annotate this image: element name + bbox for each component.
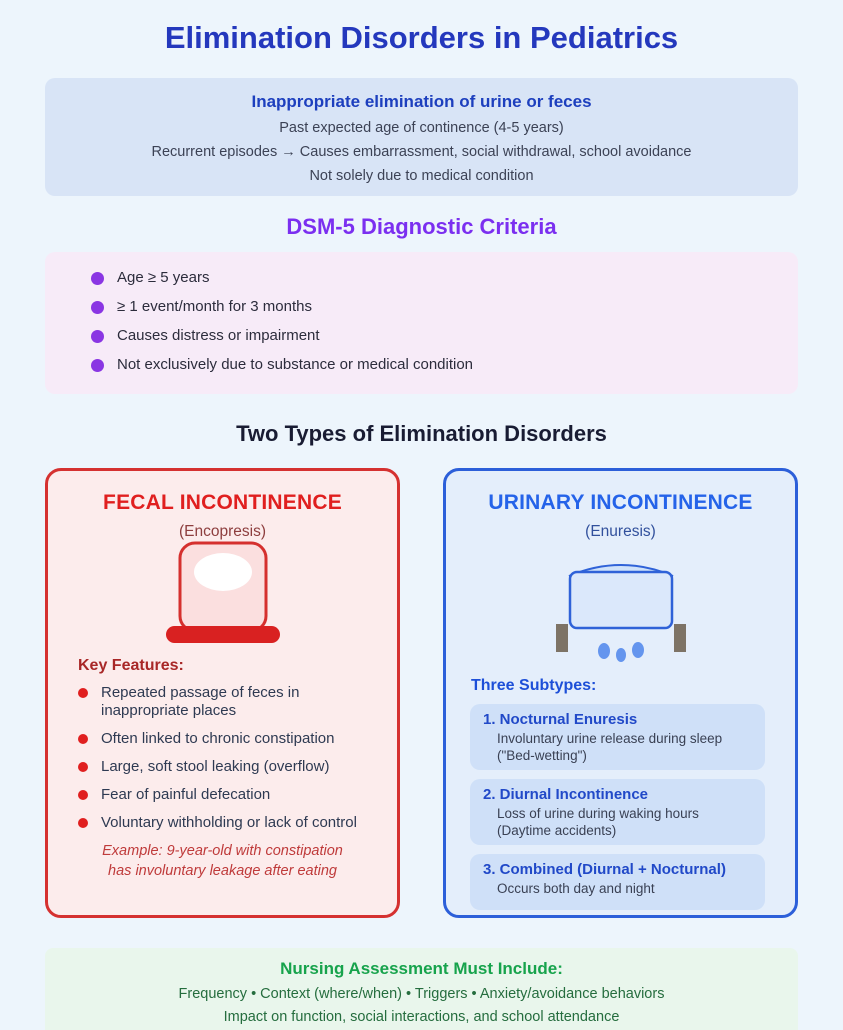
- feature-item: Fear of painful defecation: [78, 786, 373, 804]
- subtype-box-diurnal: 2. Diurnal Incontinence Loss of urine du…: [470, 779, 765, 845]
- key-features-list: Repeated passage of feces in inappropria…: [78, 684, 373, 832]
- example-line: Example: 9-year-old with constipation: [102, 843, 343, 859]
- bed-icon: [555, 564, 686, 662]
- subtype-title: 2. Diurnal Incontinence: [483, 786, 649, 803]
- subtype-box-nocturnal: 1. Nocturnal Enuresis Involuntary urine …: [470, 704, 765, 770]
- feature-item: Repeated passage of feces in inappropria…: [78, 684, 373, 720]
- criteria-text: Causes distress or impairment: [117, 327, 320, 344]
- criteria-text: Age ≥ 5 years: [117, 269, 210, 286]
- fecal-icon-wrap: [48, 541, 397, 645]
- key-features-heading: Key Features:: [78, 657, 184, 674]
- feature-text: Repeated passage of feces in inappropria…: [101, 684, 300, 719]
- bullet-dot-icon: [78, 734, 88, 744]
- urinary-card-title: URINARY INCONTINENCE: [488, 491, 753, 514]
- criteria-text: ≥ 1 event/month for 3 months: [117, 298, 312, 315]
- bullet-dot-icon: [78, 762, 88, 772]
- subtype-title: 3. Combined (Diurnal + Nocturnal): [483, 861, 726, 878]
- fecal-incontinence-card: FECAL INCONTINENCE (Encopresis) Key Feat…: [45, 468, 400, 918]
- example-line: has involuntary leakage after eating: [108, 862, 337, 879]
- dsm5-section-heading: DSM-5 Diagnostic Criteria: [286, 214, 557, 239]
- fecal-card-subtitle: (Encopresis): [179, 523, 266, 540]
- overview-box: Inappropriate elimination of urine or fe…: [45, 78, 798, 196]
- subtype-desc: Loss of urine during waking hours (Dayti…: [497, 806, 699, 838]
- bullet-dot-icon: [78, 790, 88, 800]
- nursing-assessment-box: Nursing Assessment Must Include: Frequen…: [45, 948, 798, 1030]
- fecal-card-title: FECAL INCONTINENCE: [103, 491, 342, 514]
- two-types-heading: Two Types of Elimination Disorders: [236, 421, 607, 446]
- urinary-incontinence-card: URINARY INCONTINENCE (Enuresis) Three Su…: [443, 468, 798, 918]
- toilet-icon: [165, 541, 280, 643]
- criteria-text: Not exclusively due to substance or medi…: [117, 356, 474, 373]
- feature-item: Voluntary withholding or lack of control: [78, 814, 373, 832]
- assessment-line: Frequency • Context (where/when) • Trigg…: [178, 986, 665, 1002]
- subtype-desc: Occurs both day and night: [497, 881, 655, 896]
- criteria-item: Causes distress or impairment: [75, 327, 768, 345]
- bullet-dot-icon: [91, 271, 104, 285]
- bullet-dot-icon: [91, 329, 104, 343]
- subtype-desc: Involuntary urine release during sleep (…: [497, 731, 723, 763]
- assessment-heading: Nursing Assessment Must Include:: [280, 959, 563, 978]
- assessment-line: Impact on function, social interactions,…: [223, 1009, 620, 1025]
- urinary-card-subtitle: (Enuresis): [585, 523, 656, 540]
- feature-text: Voluntary withholding or lack of control: [101, 814, 357, 831]
- feature-item: Large, soft stool leaking (overflow): [78, 758, 373, 776]
- bullet-dot-icon: [78, 688, 88, 698]
- feature-item: Often linked to chronic constipation: [78, 730, 373, 748]
- bullet-dot-icon: [91, 358, 104, 372]
- fecal-example-text: Example: 9-year-old with constipation ha…: [62, 842, 383, 881]
- bullet-dot-icon: [91, 300, 104, 314]
- content-column: Inappropriate elimination of urine or fe…: [45, 78, 798, 1030]
- feature-text: Large, soft stool leaking (overflow): [101, 758, 330, 775]
- type-cards: FECAL INCONTINENCE (Encopresis) Key Feat…: [45, 468, 798, 918]
- criteria-item: ≥ 1 event/month for 3 months: [75, 298, 768, 316]
- subtype-box-combined: 3. Combined (Diurnal + Nocturnal) Occurs…: [470, 854, 765, 910]
- dsm5-criteria-box: Age ≥ 5 years ≥ 1 event/month for 3 mont…: [45, 252, 798, 394]
- subtype-title: 1. Nocturnal Enuresis: [483, 711, 638, 728]
- urinary-icon-wrap: [446, 545, 795, 663]
- overview-line: Recurrent episodes → Causes embarrassmen…: [151, 144, 692, 160]
- criteria-item: Age ≥ 5 years: [75, 269, 768, 287]
- overview-heading: Inappropriate elimination of urine or fe…: [251, 92, 592, 111]
- overview-line: Past expected age of continence (4-5 yea…: [279, 120, 564, 136]
- feature-text: Often linked to chronic constipation: [101, 730, 335, 747]
- bullet-dot-icon: [78, 818, 88, 828]
- criteria-item: Not exclusively due to substance or medi…: [75, 356, 768, 374]
- feature-text: Fear of painful defecation: [101, 786, 271, 803]
- overview-line: Not solely due to medical condition: [309, 168, 534, 184]
- page-title: Elimination Disorders in Pediatrics: [164, 20, 679, 55]
- three-subtypes-heading: Three Subtypes:: [471, 677, 597, 694]
